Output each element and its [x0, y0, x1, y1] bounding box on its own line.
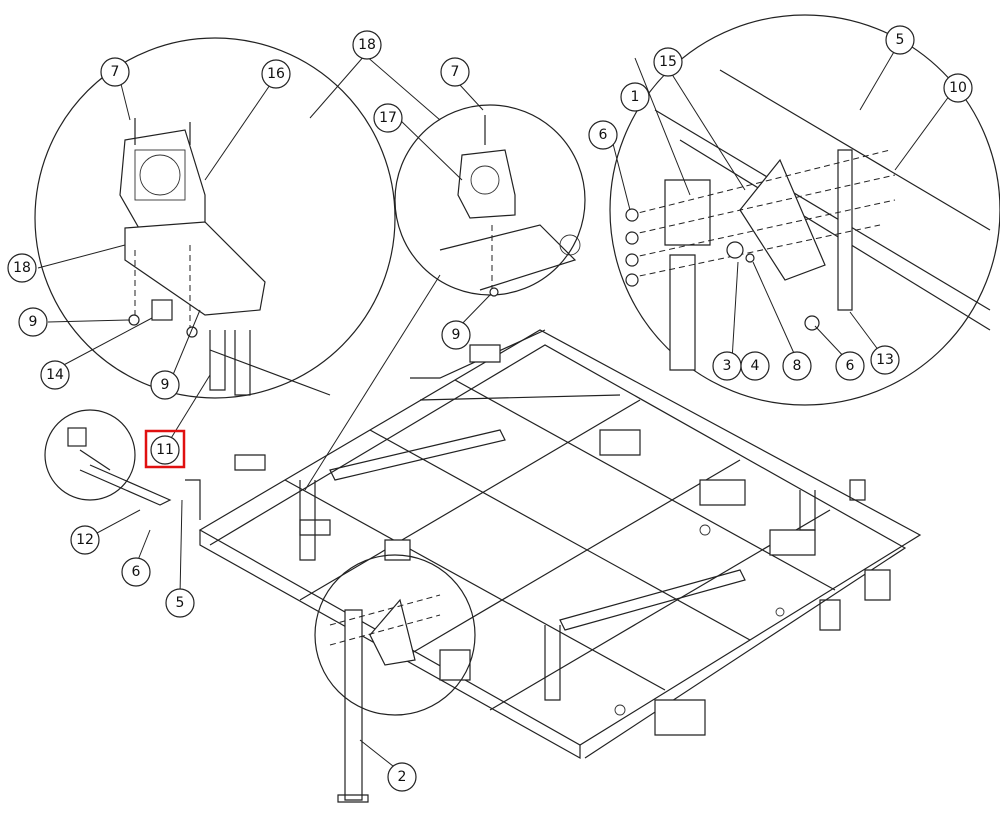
callout-8: 8	[782, 351, 812, 381]
svg-text:9: 9	[452, 327, 461, 343]
callout-1: 1	[620, 82, 650, 112]
callout-6-right: 6	[835, 351, 865, 381]
svg-text:10: 10	[949, 80, 967, 96]
detail-circle-right	[609, 14, 1000, 406]
callout-3: 3	[712, 351, 742, 381]
callout-4: 4	[740, 351, 770, 381]
callout-5-left: 5	[165, 588, 195, 618]
callout-5-right: 5	[885, 25, 915, 55]
svg-text:6: 6	[599, 127, 608, 143]
callout-2: 2	[387, 762, 417, 792]
svg-text:2: 2	[398, 769, 407, 785]
svg-text:15: 15	[659, 54, 677, 70]
callout-9-right: 9	[441, 320, 471, 350]
detail-circle-top-middle	[394, 104, 586, 297]
svg-text:4: 4	[751, 358, 760, 374]
highlight-box	[144, 429, 186, 469]
svg-text:6: 6	[846, 358, 855, 374]
svg-text:16: 16	[267, 66, 285, 82]
svg-text:18: 18	[358, 37, 376, 53]
svg-text:5: 5	[896, 32, 905, 48]
callout-9-mid: 9	[150, 370, 180, 400]
svg-text:5: 5	[176, 595, 185, 611]
callout-6-left: 6	[121, 557, 151, 587]
svg-text:6: 6	[132, 564, 141, 580]
callout-12: 12	[70, 525, 100, 555]
svg-text:11: 11	[156, 442, 174, 458]
detail-circle-left	[34, 37, 396, 399]
svg-text:14: 14	[46, 367, 64, 383]
callout-16: 16	[261, 59, 291, 89]
svg-text:13: 13	[876, 352, 894, 368]
callout-bubbles: 18 7 16 18 9 14 9 11 12 6 5 7 17 9 15 1 …	[7, 25, 973, 792]
svg-text:1: 1	[631, 89, 640, 105]
svg-text:7: 7	[451, 64, 460, 80]
svg-text:9: 9	[161, 377, 170, 393]
svg-text:8: 8	[793, 358, 802, 374]
callout-18-top-left: 18	[352, 30, 382, 60]
leader-lines	[37, 44, 956, 771]
svg-text:9: 9	[29, 314, 38, 330]
svg-text:17: 17	[379, 110, 397, 126]
callout-11: 11	[150, 435, 180, 465]
svg-text:18: 18	[13, 260, 31, 276]
svg-text:7: 7	[111, 64, 120, 80]
callout-14: 14	[40, 360, 70, 390]
main-frame	[79, 329, 922, 803]
svg-text:12: 12	[76, 532, 94, 548]
callout-10: 10	[943, 73, 973, 103]
callout-6-right-top: 6	[588, 120, 618, 150]
detail-circle-small-light	[44, 409, 136, 501]
detail-circle-bottom	[314, 554, 476, 716]
callout-18-left: 18	[7, 253, 37, 283]
svg-text:3: 3	[723, 358, 732, 374]
callout-17: 17	[373, 103, 403, 133]
callout-15: 15	[653, 47, 683, 77]
callout-7-left: 7	[100, 57, 130, 87]
callout-13: 13	[870, 345, 900, 375]
callout-7-mid: 7	[440, 57, 470, 87]
callout-9-left: 9	[18, 307, 48, 337]
